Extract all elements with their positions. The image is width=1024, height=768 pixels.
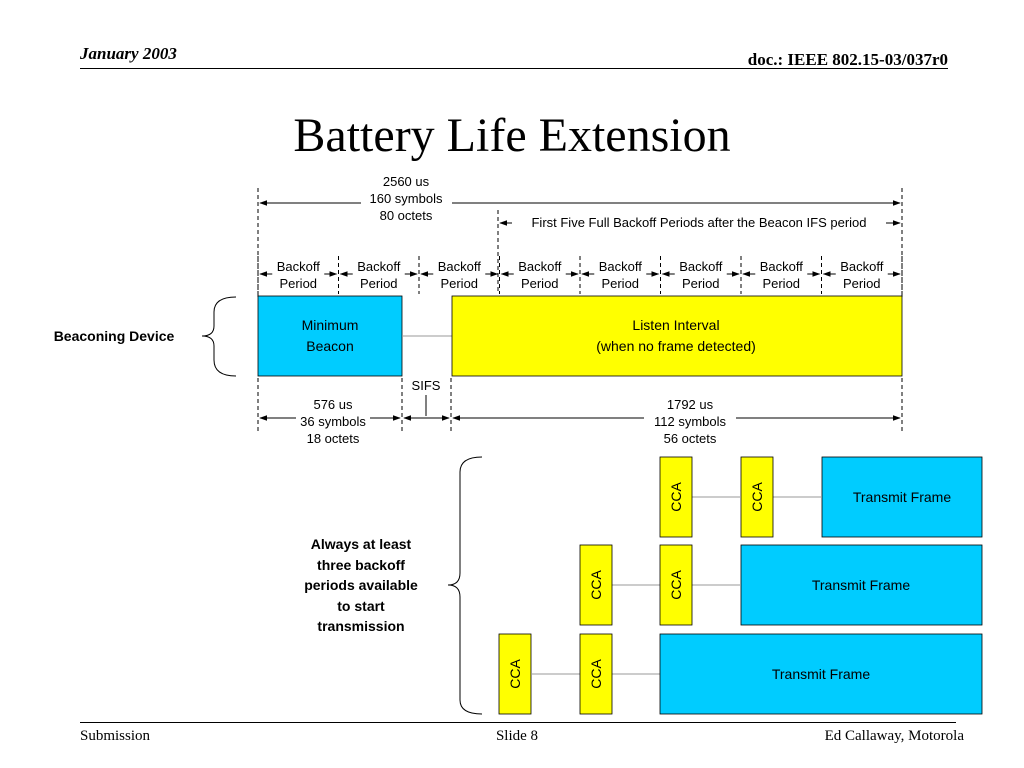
listen-dimension-us: 1792 us — [667, 397, 714, 412]
note-line5: transmission — [317, 618, 404, 634]
transmit-row-2: CCA CCA Transmit Frame — [579, 544, 983, 626]
header-date: January 2003 — [80, 44, 177, 63]
slide-title: Battery Life Extension — [293, 109, 731, 162]
backoff-label-line2: Period — [279, 276, 317, 291]
cca-box — [579, 633, 613, 715]
header-doc-id: doc.: IEEE 802.15-03/037r0 — [747, 50, 948, 69]
backoff-label-bg — [594, 258, 647, 292]
beaconing-device-label: Beaconing Device — [54, 328, 175, 344]
cca-box — [659, 456, 693, 538]
minimum-beacon-box — [257, 295, 403, 377]
listen-interval-box — [451, 295, 903, 377]
backoff-label-line1: Backoff — [760, 259, 804, 274]
header-rule — [80, 68, 948, 69]
beacon-dimension-symbols: 36 symbols — [300, 414, 366, 429]
backoff-label-line2: Period — [682, 276, 720, 291]
top-dimension-octets: 80 octets — [380, 208, 433, 223]
footer-rule — [80, 722, 956, 723]
beacon-dimension-us: 576 us — [313, 397, 353, 412]
backoff-label-line1: Backoff — [679, 259, 723, 274]
minimum-beacon-line2: Beacon — [306, 338, 353, 354]
backoff-label-line2: Period — [601, 276, 639, 291]
transmit-row-1: CCA CCA Transmit Frame — [659, 456, 983, 538]
first-five-label: First Five Full Backoff Periods after th… — [531, 215, 866, 230]
backoff-label-bg — [352, 258, 405, 292]
cca-box — [579, 544, 613, 626]
cca-box — [498, 633, 532, 715]
beaconing-device-brace — [201, 296, 237, 377]
top-dimension-symbols: 160 symbols — [370, 191, 443, 206]
backoff-label-bg — [433, 258, 486, 292]
transmit-frame-label: Transmit Frame — [853, 489, 951, 505]
footer-author: Ed Callaway, Motorola — [824, 728, 964, 744]
cca-label: CCA — [668, 570, 684, 600]
backoff-label-line1: Backoff — [518, 259, 562, 274]
backoff-label-line1: Backoff — [599, 259, 643, 274]
backoff-label-line1: Backoff — [840, 259, 884, 274]
backoff-label-bg — [272, 258, 325, 292]
minimum-beacon-line1: Minimum — [302, 317, 359, 333]
listen-interval-line1: Listen Interval — [632, 317, 719, 333]
footer-slide-number: Slide 8 — [495, 728, 539, 744]
note-line2: three backoff — [317, 557, 405, 573]
backoff-label-line2: Period — [360, 276, 398, 291]
top-dimension: 2560 us 160 symbols 80 octets — [257, 174, 903, 300]
sifs-label: SIFS — [412, 378, 441, 393]
backoff-label-bg — [755, 258, 808, 292]
cca-label: CCA — [668, 482, 684, 512]
cca-label: CCA — [588, 659, 604, 689]
bottom-dimensions: SIFS 576 us 36 symbols 18 octets 1792 us… — [257, 378, 903, 446]
note-line4: to start — [337, 598, 385, 614]
listen-interval-line2: (when no frame detected) — [596, 338, 756, 354]
transmit-frame-label: Transmit Frame — [812, 577, 910, 593]
backoff-label-line1: Backoff — [277, 259, 321, 274]
cca-label: CCA — [749, 482, 765, 512]
backoff-label-bg — [674, 258, 727, 292]
top-dimension-us: 2560 us — [383, 174, 430, 189]
transmission-note: Always at least three backoff periods av… — [304, 536, 418, 634]
backoff-label-line2: Period — [843, 276, 881, 291]
note-line1: Always at least — [311, 536, 412, 552]
backoff-label-line2: Period — [762, 276, 800, 291]
backoff-label-bg — [513, 258, 566, 292]
cca-label: CCA — [507, 659, 523, 689]
backoff-label-line1: Backoff — [357, 259, 401, 274]
cca-box — [659, 544, 693, 626]
footer-submission: Submission — [80, 728, 151, 744]
backoff-label-line1: Backoff — [438, 259, 482, 274]
cca-label: CCA — [588, 570, 604, 600]
backoff-label-bg — [835, 258, 888, 292]
transmit-row-3: CCA CCA Transmit Frame — [498, 633, 983, 715]
cca-box — [740, 456, 774, 538]
transmit-frame-box — [740, 544, 983, 626]
backoff-label-line2: Period — [440, 276, 478, 291]
transmission-brace — [447, 456, 483, 715]
backoff-label-line2: Period — [521, 276, 559, 291]
transmit-frame-box — [659, 633, 983, 715]
transmit-frame-label: Transmit Frame — [772, 666, 870, 682]
first-five-dimension: First Five Full Backoff Periods after th… — [497, 210, 901, 292]
note-line3: periods available — [304, 577, 418, 593]
listen-dimension-symbols: 112 symbols — [654, 414, 727, 429]
beacon-dimension-octets: 18 octets — [307, 431, 360, 446]
transmit-frame-box — [821, 456, 983, 538]
listen-dimension-octets: 56 octets — [664, 431, 717, 446]
